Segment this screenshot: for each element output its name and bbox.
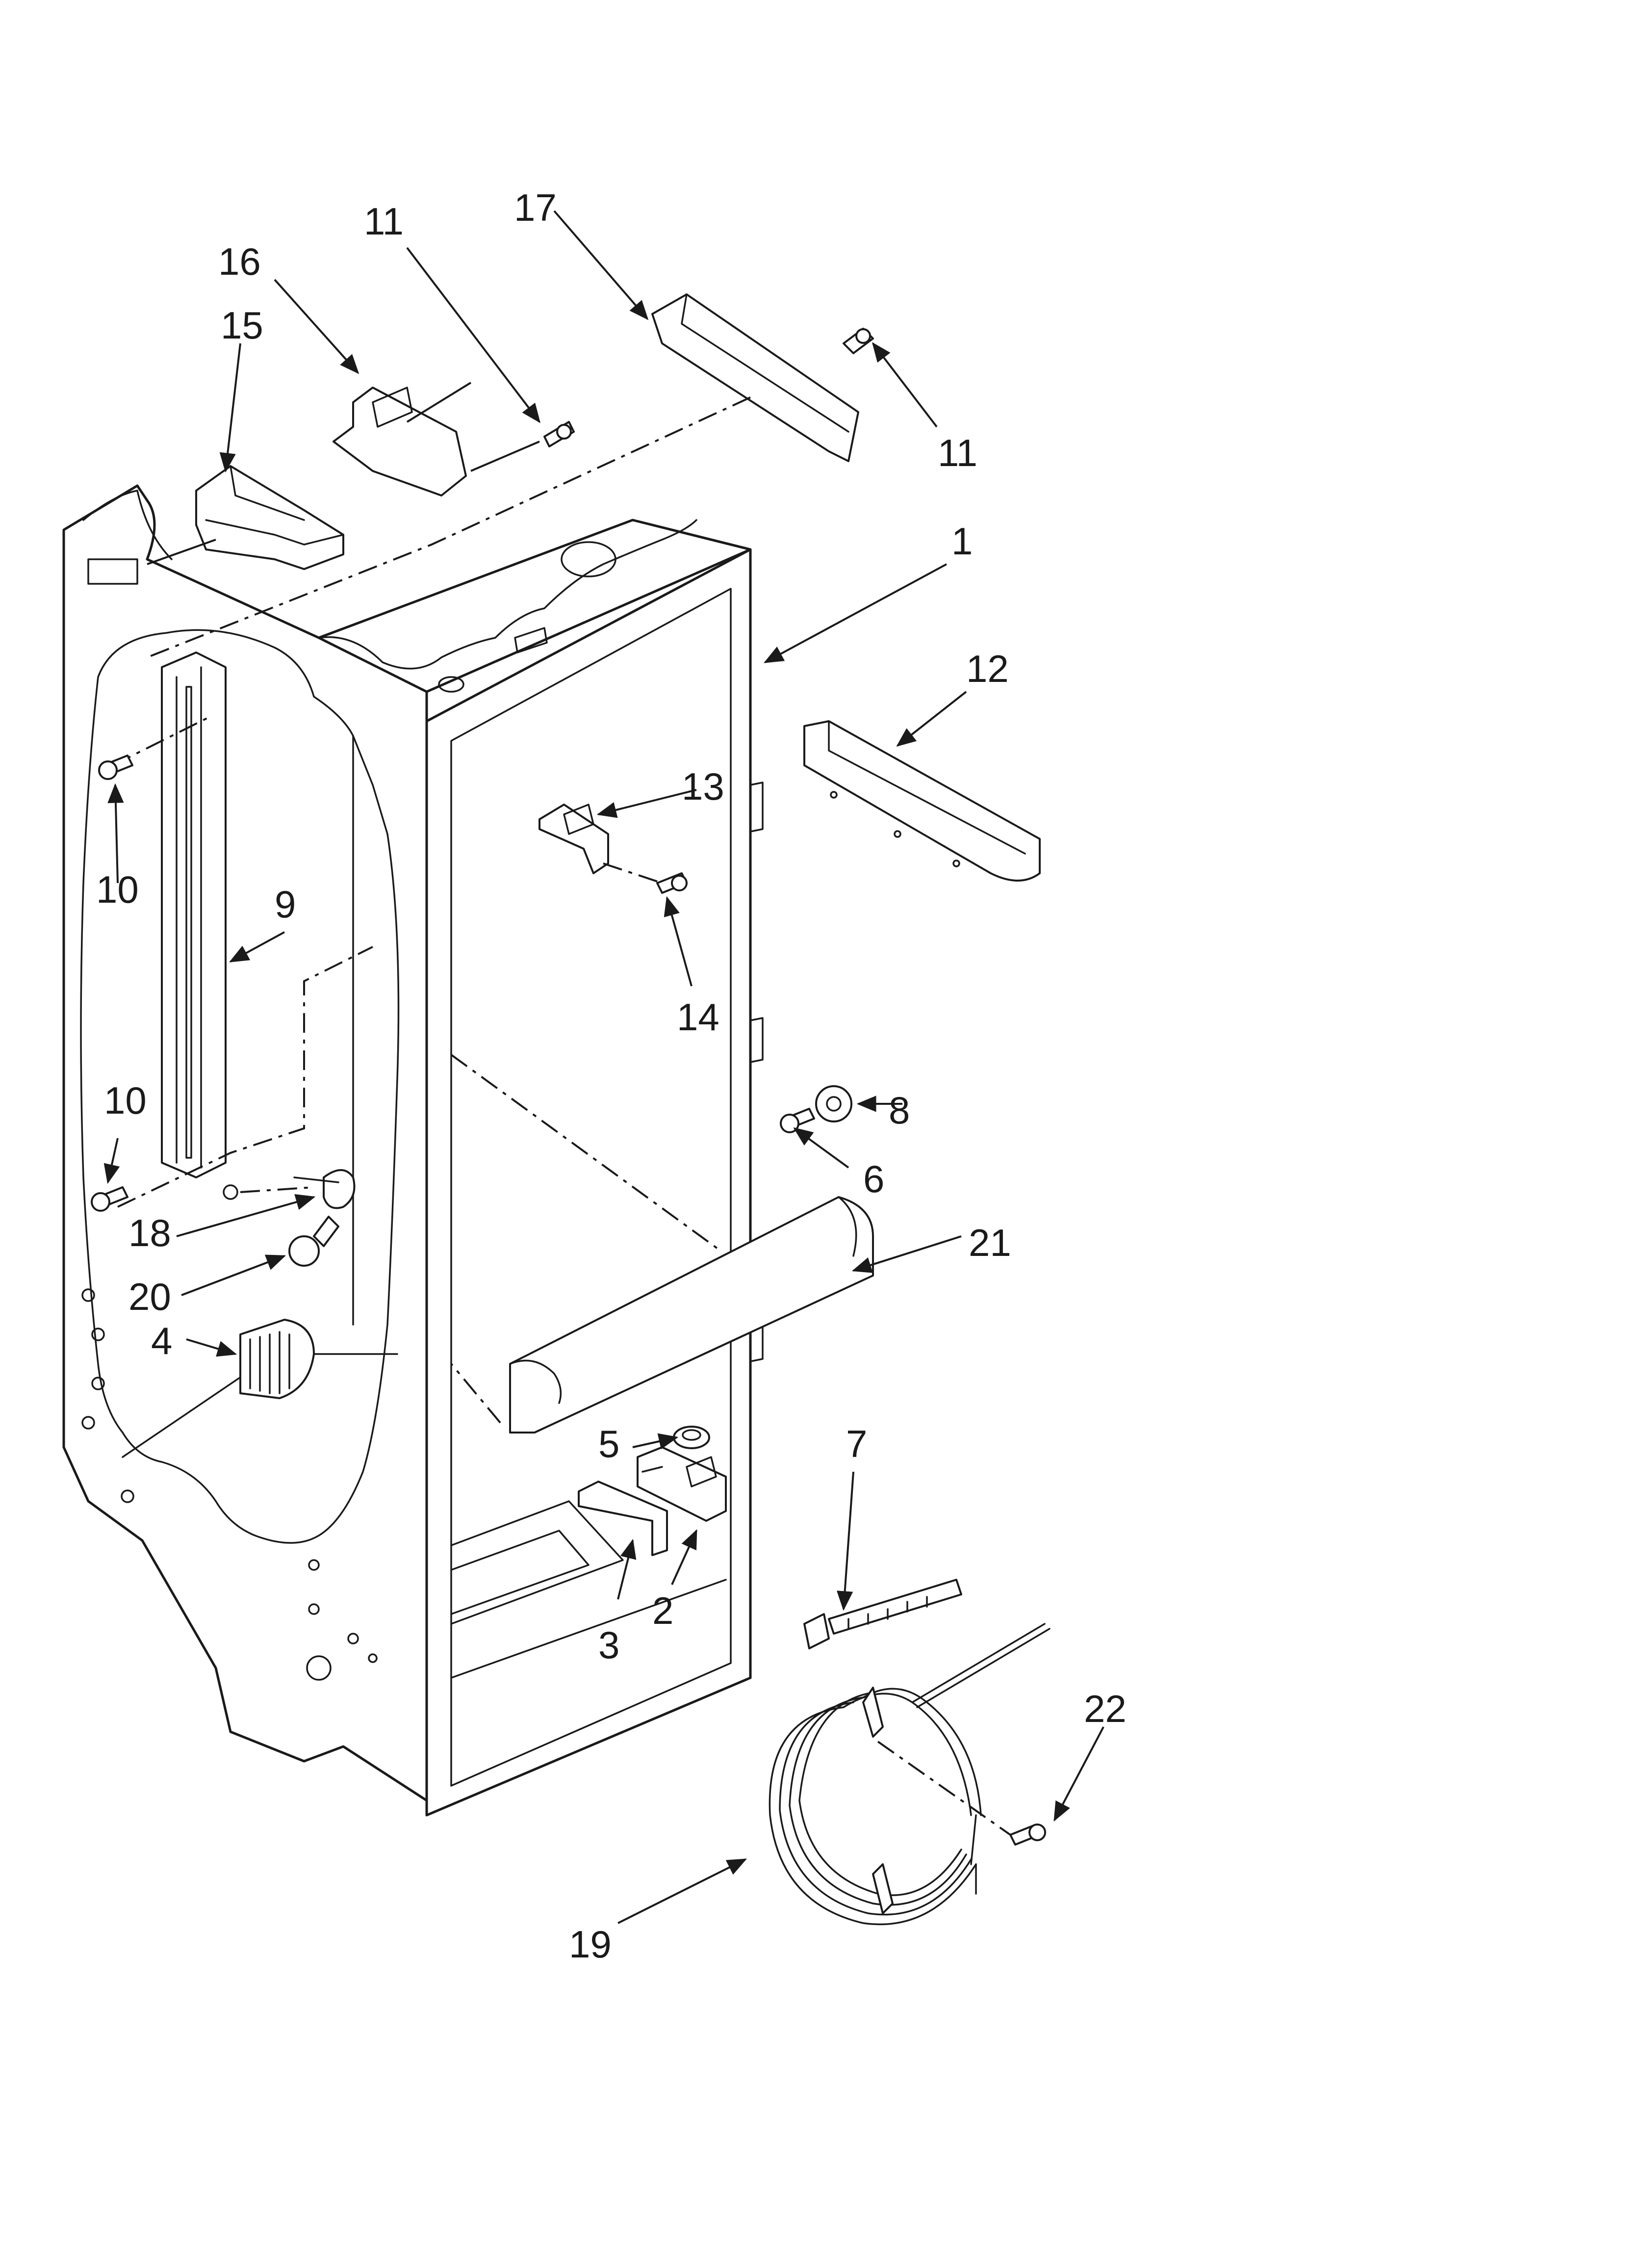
callout-12: 12: [966, 647, 1009, 690]
screw-part-10-top: [98, 755, 133, 780]
control-housing-part-15: [195, 465, 344, 570]
callout-16: 16: [218, 240, 261, 283]
cable-tie-part-7: [803, 1579, 962, 1649]
callout-10-bottom: 10: [104, 1079, 147, 1122]
light-bulb-part-20: [288, 1216, 339, 1267]
callout-4: 4: [151, 1319, 172, 1362]
callout-8: 8: [889, 1089, 910, 1132]
callout-7: 7: [846, 1422, 867, 1465]
callout-3: 3: [598, 1623, 619, 1667]
roller-part-8: [815, 1085, 852, 1122]
vent-grille-part-4: [239, 1319, 315, 1399]
callout-18: 18: [128, 1211, 171, 1254]
grommet-part-5: [673, 1426, 710, 1449]
screw-part-6: [780, 1108, 815, 1133]
callout-10-top: 10: [96, 868, 139, 911]
cover-part-21: [509, 1196, 874, 1434]
bracket-part-16: [333, 387, 467, 496]
screw-part-11-left: [543, 421, 575, 447]
callout-21: 21: [969, 1221, 1011, 1264]
light-socket-part-18: [223, 1169, 356, 1209]
bracket-part-3: [578, 1481, 668, 1556]
shelf-ladder-part-9: [161, 652, 227, 1178]
cabinet-liner: [62, 484, 764, 1817]
callout-17: 17: [514, 186, 557, 229]
callout-15: 15: [221, 304, 263, 347]
callout-11-right: 11: [938, 431, 977, 474]
bracket-part-13: [539, 804, 609, 874]
callout-13: 13: [682, 765, 724, 808]
callout-22: 22: [1084, 1687, 1127, 1730]
leader-lines: [103, 210, 1104, 1924]
callout-1: 1: [951, 520, 973, 563]
screw-part-10-bottom: [91, 1186, 128, 1212]
tubing-coil-part-19: [769, 1623, 1051, 1926]
callout-11-left: 11: [364, 200, 404, 243]
channel-part-17: [651, 293, 859, 462]
callout-6: 6: [863, 1157, 884, 1200]
callout-9: 9: [275, 883, 296, 926]
screw-part-14: [656, 872, 688, 894]
callout-20: 20: [128, 1275, 171, 1318]
callout-2: 2: [652, 1589, 673, 1632]
duct-part-12: [803, 720, 1041, 882]
callout-19: 19: [569, 1923, 612, 1966]
screw-part-11-right: [843, 328, 874, 354]
callout-5: 5: [598, 1422, 619, 1465]
callout-14: 14: [677, 995, 719, 1039]
screw-part-22: [1009, 1824, 1046, 1846]
